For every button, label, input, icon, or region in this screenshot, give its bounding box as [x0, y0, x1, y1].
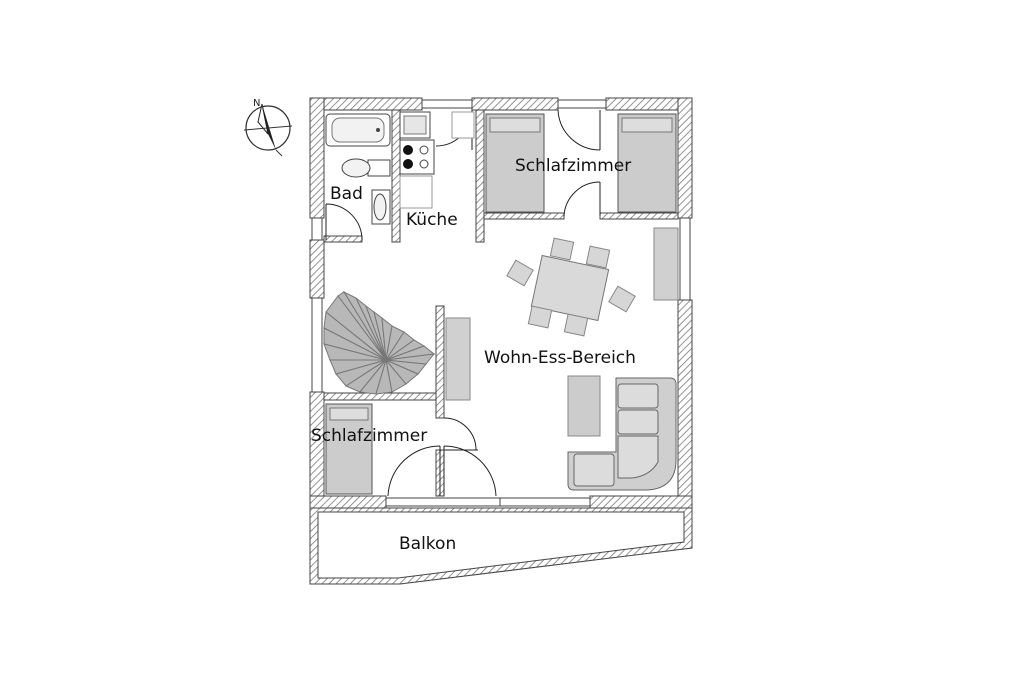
balcony [309, 507, 693, 585]
room-label-bad: Bad [330, 184, 363, 204]
compass-icon: N [243, 98, 293, 157]
coffee-table [567, 375, 601, 437]
kitchen-sink-icon [399, 111, 431, 139]
north-label: N [253, 98, 260, 109]
dining-table [530, 254, 610, 322]
cabinet [445, 317, 471, 401]
door-swings [325, 109, 601, 497]
spiral-staircase-icon [323, 290, 436, 395]
dining-chairs [506, 237, 636, 337]
sofa-icon [567, 377, 677, 491]
room-label-schlafzimmer-1: Schlafzimmer [515, 156, 631, 176]
sink-icon [371, 189, 391, 225]
toilet-icon [341, 158, 391, 178]
windows [311, 99, 691, 507]
room-label-kueche: Küche [406, 210, 458, 230]
room-label-schlafzimmer-2: Schlafzimmer [311, 426, 427, 446]
bathtub-icon [325, 113, 391, 147]
stove-icon [399, 139, 435, 175]
sideboard [653, 227, 679, 301]
bed-icon [325, 403, 373, 495]
bed-icon [617, 113, 677, 213]
room-label-wohn-ess-bereich: Wohn-Ess-Bereich [484, 348, 636, 368]
kitchen-counter [399, 111, 475, 209]
bed-icon [485, 113, 545, 213]
room-label-balkon: Balkon [399, 534, 456, 554]
